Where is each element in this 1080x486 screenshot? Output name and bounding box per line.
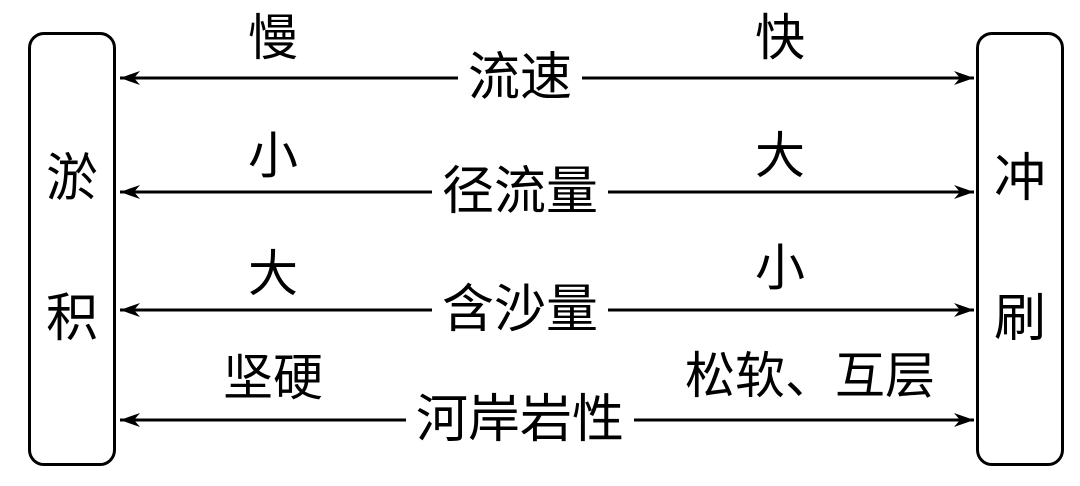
deposition-char-1: 淤 (45, 149, 98, 209)
runoff-label: 径流量 (431, 166, 609, 218)
bank-left-value: 坚硬 (223, 349, 323, 407)
flow-speed-left-value: 慢 (248, 9, 298, 67)
bank-lithology-label: 河岸岩性 (405, 394, 635, 446)
deposition-char-2: 积 (45, 289, 98, 349)
sediment-right-value: 小 (755, 239, 805, 297)
sediment-left-value: 大 (248, 245, 298, 303)
deposition-box: 淤 积 (28, 32, 116, 466)
flow-speed-right-value: 快 (755, 9, 805, 67)
runoff-right-value: 大 (755, 127, 805, 185)
erosion-char-1: 冲 (993, 149, 1046, 209)
bank-right-value: 松软、互层 (685, 347, 935, 405)
flow-speed-label: 流速 (457, 52, 583, 104)
sediment-label: 含沙量 (431, 284, 609, 336)
erosion-box: 冲 刷 (976, 32, 1064, 466)
erosion-char-2: 刷 (993, 289, 1046, 349)
runoff-left-value: 小 (248, 127, 298, 185)
